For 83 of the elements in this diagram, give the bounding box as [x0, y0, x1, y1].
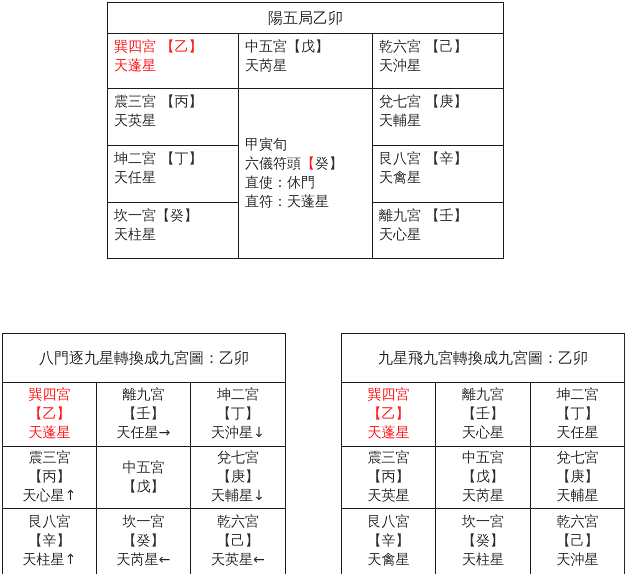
- cell-text: 巽四宮: [368, 386, 410, 405]
- cell-text: 六儀符頭【癸】: [245, 154, 343, 174]
- cell-text: 天任星: [556, 424, 598, 443]
- cell-text: 天柱星: [114, 226, 156, 245]
- cell-text: 天禽星: [368, 551, 410, 570]
- cell-text: 天沖星↓: [211, 424, 265, 443]
- cell-text: 天輔星: [556, 487, 598, 506]
- cell-text: 坎一宮【癸】: [114, 207, 198, 226]
- cell-text: 兌七宮: [556, 449, 598, 468]
- table-header: [341, 333, 625, 383]
- cell-text: 乾六宮: [556, 513, 598, 532]
- cell-text: 【乙】: [28, 405, 70, 424]
- cell-text: 直使：休門: [245, 174, 315, 192]
- cell-text: 天芮星: [462, 487, 504, 506]
- cell-text: 離九宮: [122, 386, 164, 405]
- table-header: [2, 333, 286, 383]
- cell-text: 震三宮 【丙】: [114, 93, 202, 112]
- cell-text: 巽四宮 【乙】: [114, 38, 202, 57]
- cell-text: 【庚】: [556, 468, 598, 487]
- cell-text: 天芮星: [245, 57, 287, 76]
- cell-text: 巽四宮: [28, 386, 70, 405]
- cell-text: 坤二宮: [217, 386, 259, 405]
- cell-text: 天蓬星: [114, 57, 156, 76]
- cell-text: 天輔星: [379, 112, 421, 131]
- cell-text: 【庚】: [217, 468, 259, 487]
- cell-text: 離九宮 【壬】: [379, 207, 468, 226]
- cell-text: 天輔星↓: [211, 487, 265, 506]
- cell-text: 乾六宮 【己】: [379, 38, 468, 57]
- cell-text: 中五宮: [122, 458, 164, 478]
- cell-text: 【丁】: [217, 405, 259, 424]
- cell-text: 乾六宮: [217, 513, 259, 532]
- cell-text: 【辛】: [28, 532, 70, 551]
- cell-text: 甲寅旬: [245, 136, 287, 154]
- cell-text: 艮八宮 【辛】: [379, 150, 468, 169]
- cell-text: 天沖星: [556, 551, 598, 570]
- cell-text: 【壬】: [122, 405, 164, 424]
- cell-text: 【癸】: [122, 532, 164, 551]
- cell-text: 天心星↑: [22, 487, 76, 506]
- cell-text: 震三宮: [368, 449, 410, 468]
- cell-text: 天任星→: [116, 424, 170, 443]
- cell-text: 【辛】: [368, 532, 410, 551]
- cell-text: 天柱星: [462, 551, 504, 570]
- cell-text: 【己】: [217, 532, 259, 551]
- cell-text: 【丙】: [368, 468, 410, 487]
- cell-text: 天英星: [368, 487, 410, 506]
- cell-text: 天蓬星: [368, 424, 410, 443]
- cell-text: 坤二宮: [556, 386, 598, 405]
- grid-cell: [107, 202, 239, 259]
- cell-text: 天英星: [114, 112, 156, 131]
- cell-text: 天任星: [114, 169, 156, 188]
- cell-text: 兌七宮: [217, 449, 259, 468]
- cell-text: 坎一宮: [462, 513, 504, 532]
- cell-text: 坤二宮 【丁】: [114, 150, 202, 169]
- cell-text: 兌七宮 【庚】: [379, 93, 468, 112]
- cell-text: 天蓬星: [28, 424, 70, 443]
- cell-text: 天心星: [379, 226, 421, 245]
- cell-text: 天禽星: [379, 169, 421, 188]
- cell-text: 天沖星: [379, 57, 421, 76]
- cell-text: 【戊】: [122, 478, 164, 496]
- cell-text: 艮八宮: [28, 513, 70, 532]
- grid-cell: [372, 202, 504, 259]
- cell-text: 坎一宮: [122, 513, 164, 532]
- cell-text: 震三宮: [28, 449, 70, 468]
- cell-text: 天柱星↑: [22, 551, 76, 570]
- cell-text: 天芮星←: [116, 551, 170, 570]
- cell-text: 直符：天蓬星: [245, 192, 329, 212]
- cell-text: 中五宮: [462, 449, 504, 468]
- cell-text: 【癸】: [462, 532, 504, 551]
- table-header: [107, 2, 504, 34]
- cell-text: 【乙】: [368, 405, 410, 424]
- cell-text: 天心星: [462, 424, 504, 443]
- cell-text: 離九宮: [462, 386, 504, 405]
- cell-text: 【丁】: [556, 405, 598, 424]
- cell-text: 【己】: [556, 532, 598, 551]
- cell-text: 【戊】: [462, 468, 504, 487]
- table-title: 九星飛九宮轉換成九宮圖：乙卯: [378, 348, 588, 368]
- cell-text: 【丙】: [28, 468, 70, 487]
- cell-text: 【壬】: [462, 405, 504, 424]
- table-title: 陽五局乙卯: [268, 8, 343, 28]
- cell-text: 天英星←: [211, 551, 265, 570]
- cell-text: 艮八宮: [368, 513, 410, 532]
- cell-text: 中五宮【戊】: [245, 38, 329, 57]
- table-title: 八門逐九星轉換成九宮圖：乙卯: [39, 348, 249, 368]
